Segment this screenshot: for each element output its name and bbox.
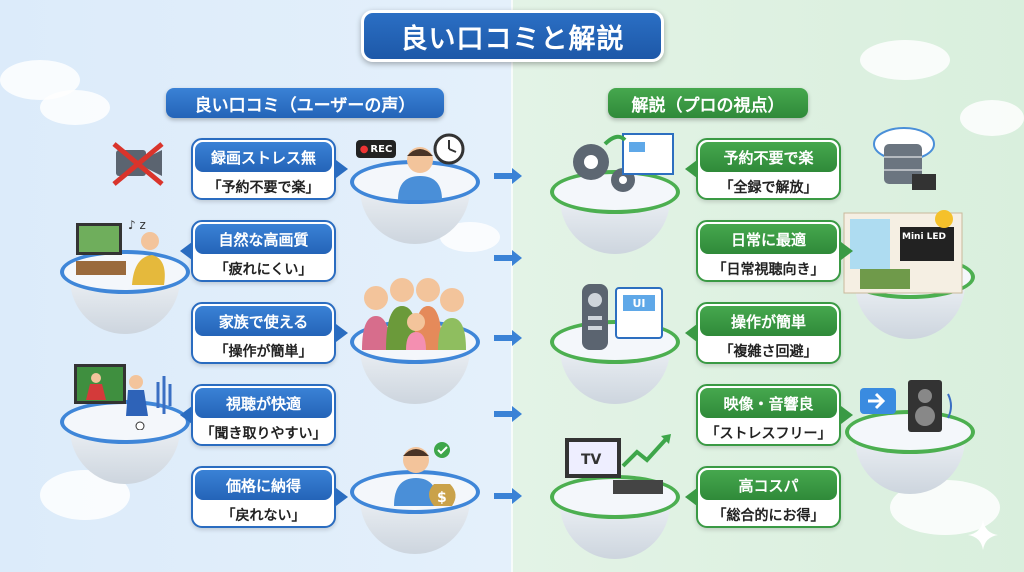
living-room-icon	[843, 210, 963, 294]
left-card: 自然な高画質 「疲れにくい」	[191, 220, 336, 282]
arrow-right-icon	[494, 488, 522, 504]
cloud	[40, 90, 110, 125]
right-card-heading: 日常に最適	[700, 224, 837, 254]
svg-text:$: $	[437, 490, 447, 506]
no-camera-icon	[112, 142, 164, 186]
left-card-heading: 自然な高画質	[195, 224, 332, 254]
left-card-quote: 「聞き取りやすい」	[200, 426, 327, 442]
left-section-header: 良い口コミ（ユーザーの声）	[166, 88, 444, 118]
rec-icon: ●REC	[356, 140, 396, 158]
cloud	[960, 100, 1024, 136]
left-card-heading: 価格に納得	[195, 470, 332, 500]
cloud-server-icon	[873, 127, 936, 190]
right-card-heading: 高コスパ	[700, 470, 837, 500]
right-card: 予約不要で楽 「全録で解放」	[696, 138, 841, 200]
person-money-icon: $	[394, 442, 456, 506]
center-divider	[511, 0, 513, 572]
right-section-header: 解説（プロの視点）	[608, 88, 808, 118]
bubble-tail	[685, 488, 697, 506]
clock-icon	[433, 133, 465, 165]
left-card-heading: 視聴が快適	[195, 388, 332, 418]
platform	[550, 320, 680, 410]
tv-growth-icon: TV	[565, 434, 671, 494]
right-card: 操作が簡単 「複雑さ回避」	[696, 302, 841, 364]
arrow-right-icon	[494, 250, 522, 266]
tv-soccer-icon	[74, 364, 172, 430]
right-card-quote: 「全録で解放」	[719, 180, 818, 196]
platform	[550, 170, 680, 260]
gear-screen-icon	[573, 133, 674, 192]
bubble-tail	[685, 324, 697, 342]
right-card-heading: 予約不要で楽	[700, 142, 837, 172]
page-title: 良い口コミと解説	[361, 10, 664, 62]
sparkle-icon	[968, 520, 998, 550]
left-card: 視聴が快適 「聞き取りやすい」	[191, 384, 336, 446]
ui-label: UI	[623, 295, 655, 311]
left-card-quote: 「疲れにくい」	[214, 262, 313, 278]
person-icon	[398, 147, 442, 200]
left-card-heading: 家族で使える	[195, 306, 332, 336]
family-icon	[362, 278, 466, 350]
bubble-tail	[841, 406, 853, 424]
ui-screen-icon: UI	[615, 287, 663, 339]
tv-relax-icon: ♪ z	[76, 218, 165, 285]
right-card-quote: 「総合的にお得」	[712, 508, 825, 524]
speaker-icon	[860, 380, 952, 432]
right-card-quote: 「ストレスフリー」	[705, 426, 832, 442]
bubble-tail	[180, 406, 192, 424]
bubble-tail	[336, 324, 348, 342]
right-card-heading: 映像・音響良	[700, 388, 837, 418]
left-card-quote: 「予約不要で楽」	[207, 180, 320, 196]
right-card-heading: 操作が簡単	[700, 306, 837, 336]
arrow-right-icon	[494, 168, 522, 184]
bubble-tail	[180, 242, 192, 260]
left-card-quote: 「操作が簡単」	[214, 344, 313, 360]
arrow-right-icon	[494, 330, 522, 346]
cloud	[860, 40, 950, 80]
right-card: 日常に最適 「日常視聴向き」	[696, 220, 841, 282]
right-card-quote: 「日常視聴向き」	[712, 262, 825, 278]
bubble-tail	[336, 488, 348, 506]
arrow-right-icon	[494, 406, 522, 422]
bubble-tail	[336, 160, 348, 178]
right-card: 高コスパ 「総合的にお得」	[696, 466, 841, 528]
miniled-label: Mini LED	[902, 232, 947, 242]
platform	[60, 400, 190, 490]
left-card: 録画ストレス無 「予約不要で楽」	[191, 138, 336, 200]
remote-icon	[582, 284, 608, 350]
right-card-quote: 「複雑さ回避」	[719, 344, 818, 360]
left-card: 価格に納得 「戻れない」	[191, 466, 336, 528]
right-card: 映像・音響良 「ストレスフリー」	[696, 384, 841, 446]
left-card: 家族で使える 「操作が簡単」	[191, 302, 336, 364]
left-card-quote: 「戻れない」	[221, 508, 306, 524]
bubble-tail	[841, 242, 853, 260]
tv-label: TV	[581, 452, 602, 468]
left-card-heading: 録画ストレス無	[195, 142, 332, 172]
svg-text:♪ z: ♪ z	[128, 218, 146, 232]
bubble-tail	[685, 160, 697, 178]
